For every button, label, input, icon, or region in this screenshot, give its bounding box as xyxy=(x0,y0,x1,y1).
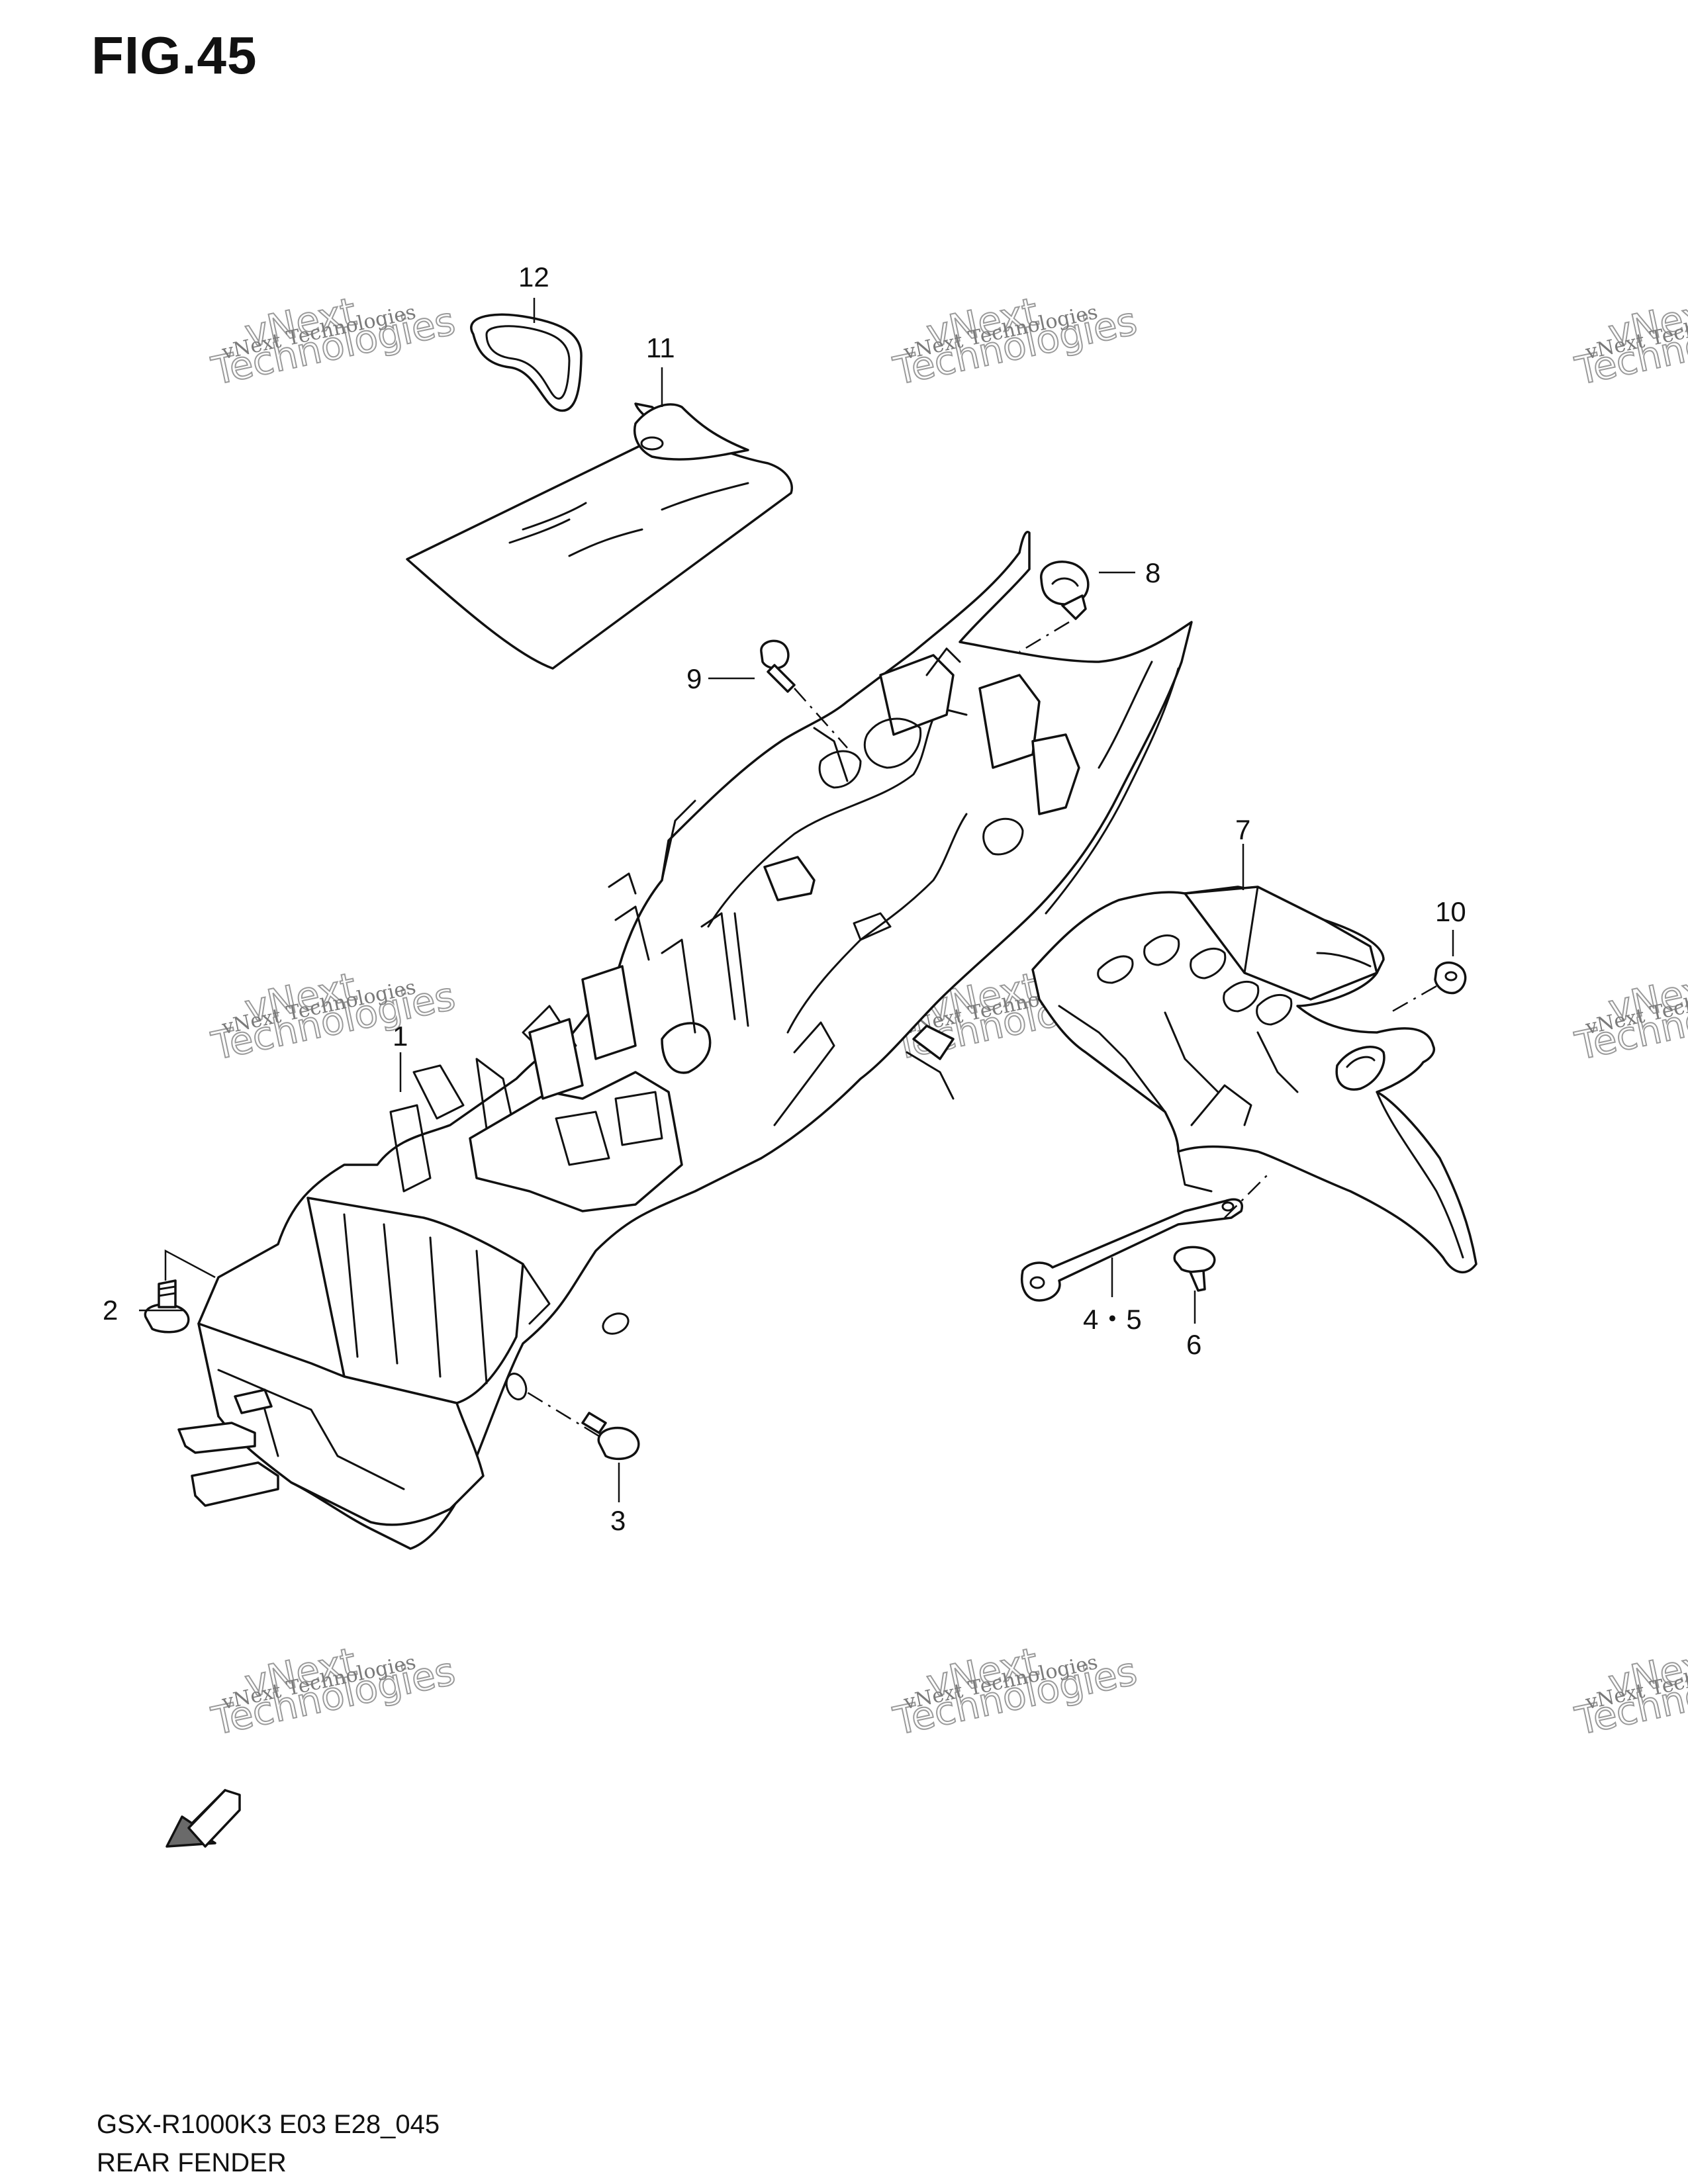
part-1-rear-fender xyxy=(177,531,1193,1550)
callout-10: 10 xyxy=(1435,896,1466,927)
part-8-nut xyxy=(1040,561,1090,620)
callout-6: 6 xyxy=(1186,1329,1201,1360)
part-2-bolt xyxy=(144,1279,190,1334)
model-code: GSX-R1000K3 E03 E28_045 xyxy=(97,2110,440,2139)
installation-lines xyxy=(522,621,1437,1437)
watermark-2: vNext Technologies vNext Technologies xyxy=(889,288,1142,394)
callout-11: 11 xyxy=(646,332,675,363)
watermark-6: vNext Technologies vNext Technologies xyxy=(1571,963,1688,1069)
watermark-4: vNext Technologies vNext Technologies xyxy=(207,963,460,1069)
figure-title: FIG.45 xyxy=(91,26,258,85)
part-10-nut xyxy=(1434,961,1467,995)
callout-1: 1 xyxy=(393,1021,408,1052)
watermark-7: vNext Technologies vNext Technologies xyxy=(207,1638,460,1744)
part-group-name: REAR FENDER xyxy=(97,2148,287,2177)
watermark-8: vNext Technologies vNext Technologies xyxy=(889,1638,1142,1744)
watermark-1: vNext Technologies vNext Technologies xyxy=(207,288,460,394)
callout-3: 3 xyxy=(610,1505,626,1536)
callout-7: 7 xyxy=(1235,814,1250,845)
part-9-bolt xyxy=(760,639,796,693)
callout-2: 2 xyxy=(103,1295,118,1326)
callout-4-5: 4・5 xyxy=(1083,1304,1142,1335)
callout-8: 8 xyxy=(1145,557,1160,588)
callout-12: 12 xyxy=(518,261,549,293)
watermark-9: vNext Technologies vNext Technologies xyxy=(1571,1638,1688,1744)
callout-9: 9 xyxy=(686,663,702,694)
part-11-tool-bag xyxy=(406,402,793,670)
watermark-3: vNext Technologies vNext Technologies xyxy=(1571,288,1688,394)
part-3-bolt xyxy=(581,1412,640,1461)
part-7-rear-fender-extension xyxy=(1031,886,1477,1274)
fwd-arrow-icon: FWD xyxy=(165,1789,241,1848)
leader-lines xyxy=(139,298,1454,1502)
part-4-5-bracket xyxy=(1021,1198,1243,1302)
part-6-screw xyxy=(1173,1246,1216,1292)
part-12-band xyxy=(470,313,583,412)
